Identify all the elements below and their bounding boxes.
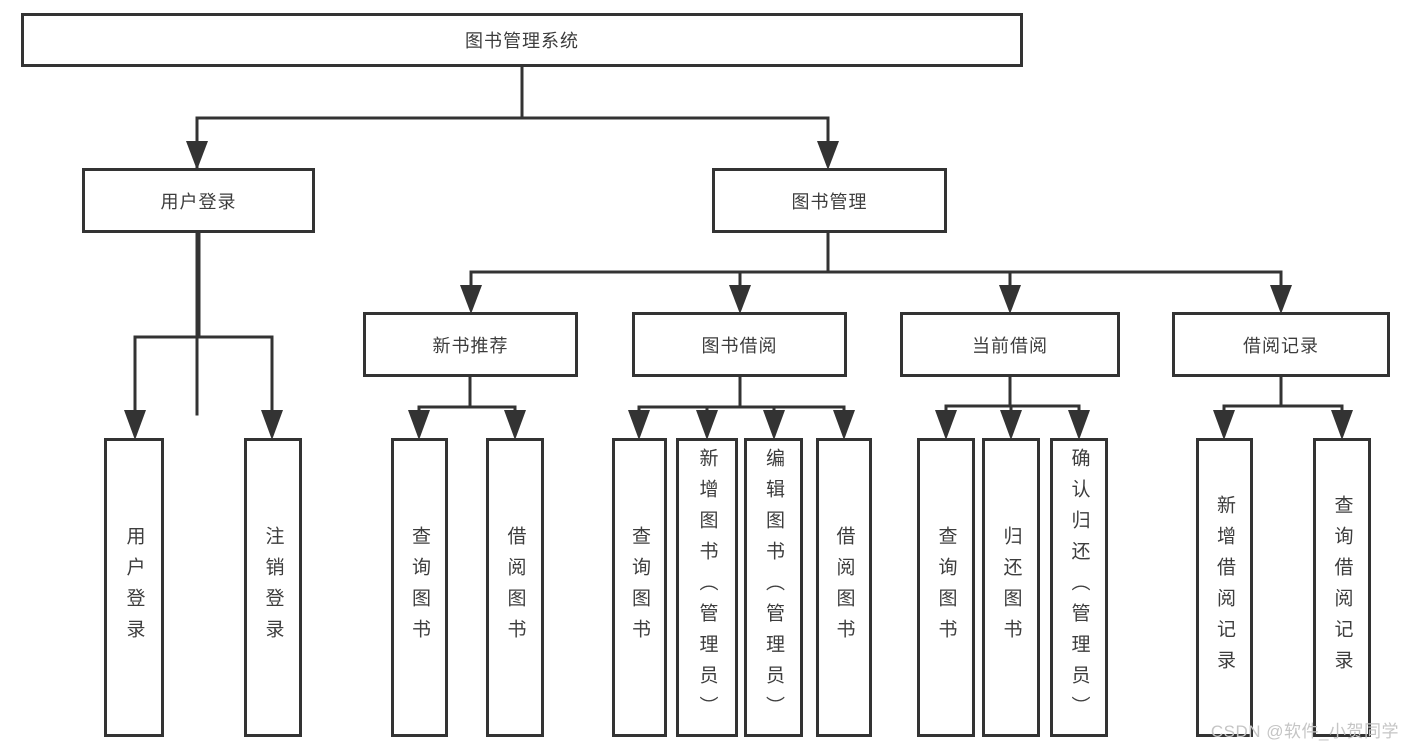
leaf-cb-query-books-label: 查询图书 bbox=[935, 525, 957, 650]
arrowhead bbox=[504, 410, 526, 440]
arrowhead bbox=[186, 141, 208, 170]
leaf-bb-borrow-books-label: 借阅图书 bbox=[833, 525, 855, 650]
leaf-cb-return-books: 归还图书 bbox=[982, 438, 1040, 737]
leaf-bb-add-books-admin: 新增图书（管理员） bbox=[676, 438, 738, 737]
arrowhead bbox=[124, 410, 146, 440]
arrowhead bbox=[729, 285, 751, 314]
leaf-br-add-record-label: 新增借阅记录 bbox=[1214, 494, 1235, 681]
leaf-br-add-record: 新增借阅记录 bbox=[1196, 438, 1253, 737]
connector-bookmgmt-to-level3 bbox=[460, 230, 1292, 314]
arrowhead bbox=[261, 410, 283, 440]
arrowhead bbox=[763, 410, 785, 440]
arrowhead bbox=[1270, 285, 1292, 314]
arrowhead bbox=[628, 410, 650, 440]
node-book-borrowing: 图书借阅 bbox=[632, 312, 847, 377]
connector-newbook-to-leaves bbox=[408, 374, 526, 440]
arrowhead bbox=[999, 285, 1021, 314]
leaf-nbr-borrow-books-label: 借阅图书 bbox=[504, 525, 526, 650]
leaf-bb-edit-books-admin: 编辑图书（管理员） bbox=[744, 438, 803, 737]
leaf-nbr-query-books-label: 查询图书 bbox=[409, 525, 430, 650]
leaf-br-query-record: 查询借阅记录 bbox=[1313, 438, 1371, 737]
node-user-login: 用户登录 bbox=[82, 168, 315, 233]
arrowhead bbox=[696, 410, 718, 440]
leaf-user-login-label: 用户登录 bbox=[123, 525, 145, 650]
connector-userlogin-to-leaves bbox=[124, 230, 283, 440]
leaf-logout-label: 注销登录 bbox=[262, 525, 284, 650]
node-book-management-label: 图书管理 bbox=[791, 191, 868, 212]
node-root-label: 图书管理系统 bbox=[465, 31, 579, 51]
node-current-borrowing-label: 当前借阅 bbox=[972, 335, 1048, 356]
arrowhead bbox=[1331, 410, 1353, 440]
node-new-book-recommend-label: 新书推荐 bbox=[432, 335, 509, 356]
node-borrowing-records-label: 借阅记录 bbox=[1243, 335, 1319, 356]
leaf-bb-query-books-label: 查询图书 bbox=[629, 525, 650, 650]
arrowhead bbox=[460, 285, 482, 314]
leaf-cb-confirm-return-admin: 确认归还（管理员） bbox=[1050, 438, 1108, 737]
node-book-borrowing-label: 图书借阅 bbox=[701, 335, 778, 356]
leaf-bb-borrow-books: 借阅图书 bbox=[816, 438, 872, 737]
connector-root-to-level2 bbox=[186, 64, 839, 416]
arrowhead bbox=[817, 141, 839, 170]
connector-borrowing-to-leaves bbox=[628, 374, 855, 440]
node-borrowing-records: 借阅记录 bbox=[1172, 312, 1390, 377]
arrowhead bbox=[408, 410, 430, 440]
leaf-nbr-query-books: 查询图书 bbox=[391, 438, 448, 737]
connector-current-to-leaves bbox=[935, 374, 1090, 440]
leaf-nbr-borrow-books: 借阅图书 bbox=[486, 438, 544, 737]
arrowhead bbox=[833, 410, 855, 440]
csdn-watermark: CSDN @软件_小贺同学 bbox=[1210, 722, 1399, 741]
node-current-borrowing: 当前借阅 bbox=[900, 312, 1120, 377]
node-book-management: 图书管理 bbox=[712, 168, 947, 233]
leaf-cb-confirm-return-admin-label: 确认归还（管理员） bbox=[1068, 448, 1090, 727]
leaf-logout: 注销登录 bbox=[244, 438, 302, 737]
leaf-bb-add-books-admin-label: 新增图书（管理员） bbox=[696, 448, 718, 727]
arrowhead bbox=[1000, 410, 1022, 440]
leaf-br-query-record-label: 查询借阅记录 bbox=[1331, 494, 1353, 681]
arrowhead bbox=[1213, 410, 1235, 440]
node-root: 图书管理系统 bbox=[21, 13, 1023, 67]
arrowhead bbox=[1068, 410, 1090, 440]
leaf-cb-query-books: 查询图书 bbox=[917, 438, 975, 737]
node-user-login-label: 用户登录 bbox=[160, 191, 237, 212]
leaf-bb-query-books: 查询图书 bbox=[612, 438, 667, 737]
leaf-cb-return-books-label: 归还图书 bbox=[1000, 525, 1022, 650]
connector-records-to-leaves bbox=[1213, 374, 1353, 440]
leaf-user-login: 用户登录 bbox=[104, 438, 164, 737]
node-new-book-recommend: 新书推荐 bbox=[363, 312, 578, 377]
arrowhead bbox=[935, 410, 957, 440]
leaf-bb-edit-books-admin-label: 编辑图书（管理员） bbox=[763, 448, 784, 727]
